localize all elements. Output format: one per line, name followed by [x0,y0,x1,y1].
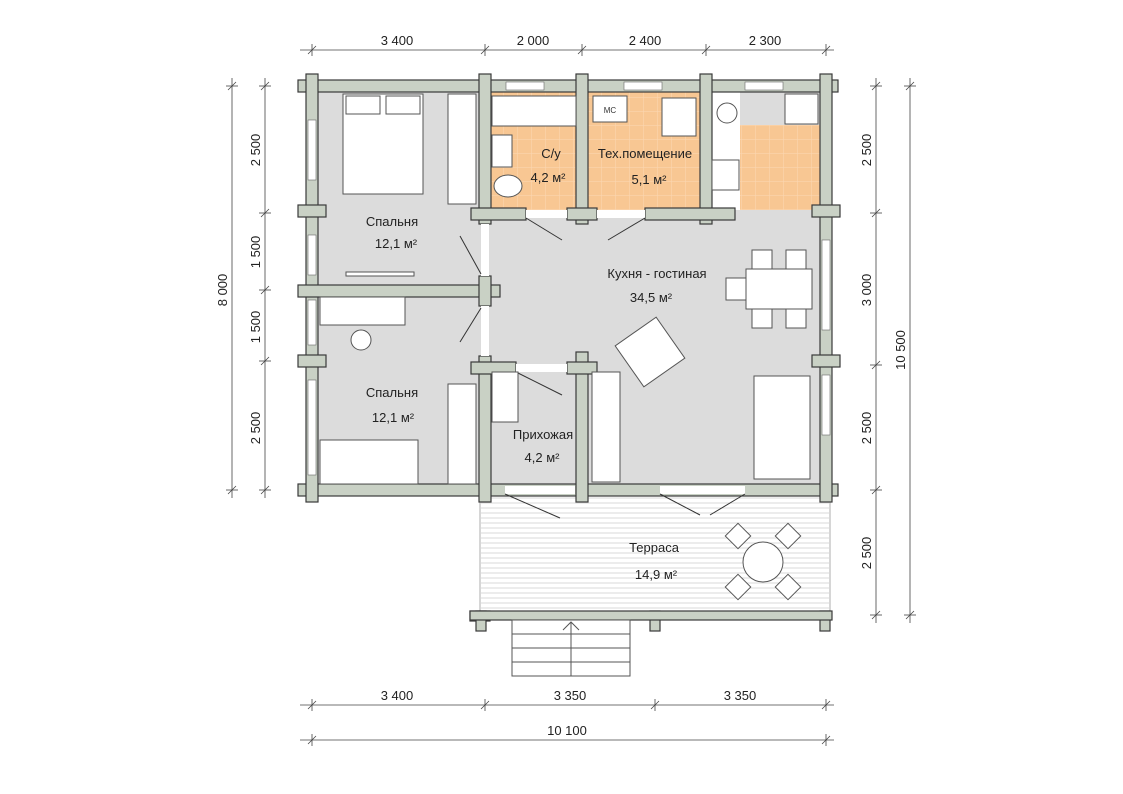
dim-label: 2 500 [859,537,874,570]
dim-label: 10 500 [893,330,908,370]
dim-label: 2 500 [248,134,263,167]
dim-label: 2 500 [859,134,874,167]
terrace [469,491,833,632]
dim-label: 1 500 [248,236,263,269]
room-area: 12,1 м² [372,410,415,425]
dim-label: 3 400 [381,688,414,703]
room-name: Спальня [366,214,418,229]
terrace-table [742,541,784,583]
tv-stand [591,371,621,483]
kitchen-sink [716,102,738,124]
bathtub [491,95,577,127]
room-area: 5,1 м² [632,172,668,187]
room-name: Терраса [629,540,680,555]
sofa [753,375,811,480]
furniture: МС [319,93,819,601]
boiler [661,97,697,137]
chair [350,329,372,351]
walls [297,73,841,503]
dim-label: 1 500 [248,311,263,344]
dim-label: 2 500 [248,412,263,445]
dim-label: 3 350 [554,688,587,703]
dimensions: 3 400 2 000 2 400 2 300 3 400 3 350 3 35… [215,33,916,746]
room-labels: Спальня 12,1 м² С/у 4,2 м² Тех.помещение… [366,146,707,582]
single-bed [319,439,419,485]
stove [711,159,740,191]
armchair [614,316,686,388]
toilet [493,174,523,198]
room-name: С/у [541,146,561,161]
room-area: 14,9 м² [635,567,678,582]
sink [491,134,513,168]
wardrobe [447,383,477,485]
dim-label: 3 350 [724,688,757,703]
hallway-wardrobe [491,371,519,423]
fridge [784,93,819,125]
dining-table [745,268,813,310]
room-name: Кухня - гостиная [607,266,706,281]
dim-label: 8 000 [215,274,230,307]
desk [319,296,406,326]
wardrobe [447,93,477,205]
dim-label: 2 000 [517,33,550,48]
appliance-label: МС [604,106,617,115]
room-area: 4,2 м² [531,170,567,185]
dim-label: 2 300 [749,33,782,48]
room-name: Прихожая [513,427,573,442]
dim-label: 3 400 [381,33,414,48]
dim-label: 3 000 [859,274,874,307]
kitchen-tile-floor [740,125,822,210]
room-area: 34,5 м² [630,290,673,305]
tv [345,271,415,277]
washing-machine [592,95,628,123]
dim-label: 2 500 [859,412,874,445]
room-area: 4,2 м² [525,450,561,465]
doors [459,217,746,519]
room-name: Спальня [366,385,418,400]
room-area: 12,1 м² [375,236,418,251]
room-name: Тех.помещение [598,146,692,161]
dim-label: 10 100 [547,723,587,738]
stairs [511,619,631,677]
dim-label: 2 400 [629,33,662,48]
